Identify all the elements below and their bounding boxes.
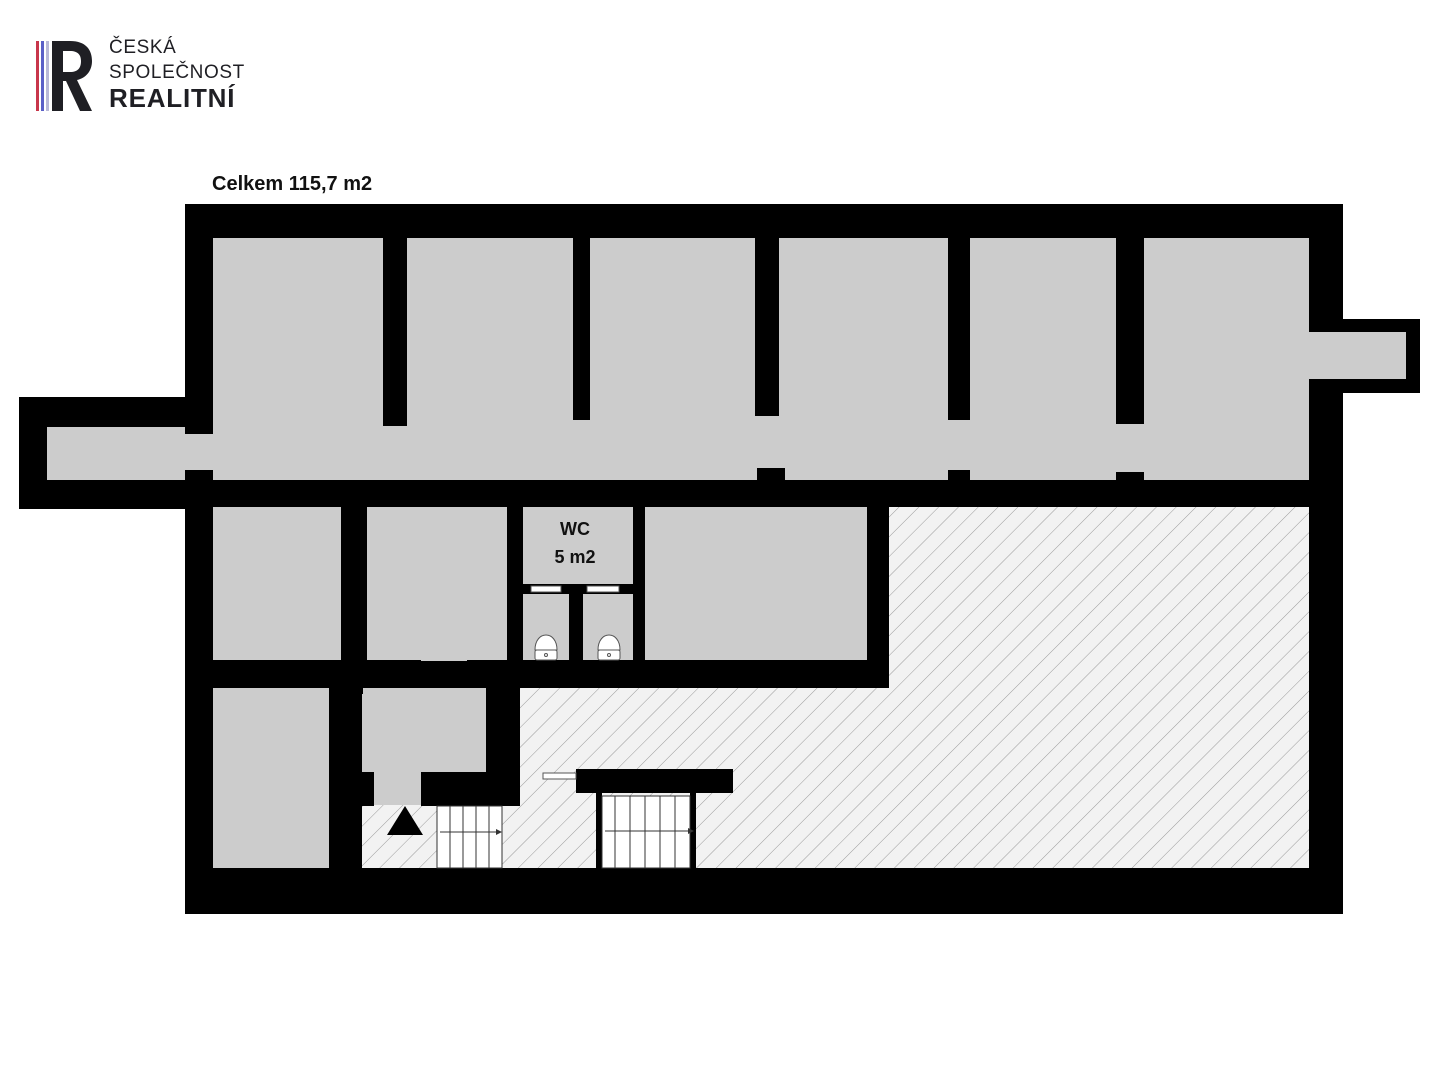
logo-mark-icon <box>36 41 92 111</box>
toilet-icon <box>597 634 621 661</box>
staircase-icon <box>601 795 694 869</box>
window-icon <box>530 585 620 780</box>
room-name-wc: WC <box>560 519 590 539</box>
partition-walls <box>185 238 1309 886</box>
logo-line-3: REALITNÍ <box>109 83 236 113</box>
staircase-icon <box>436 805 503 869</box>
room-area-wc: 5 m2 <box>554 547 595 567</box>
hatched-areas <box>362 507 1309 868</box>
logo-text: ČESKÁ SPOLEČNOST REALITNÍ <box>109 38 245 111</box>
up-arrow-icon <box>387 806 423 835</box>
toilet-icon <box>534 634 558 661</box>
company-logo: ČESKÁ SPOLEČNOST REALITNÍ <box>36 38 276 118</box>
logo-line-1: ČESKÁ <box>109 37 177 58</box>
plan-total-area: Celkem 115,7 m2 <box>212 173 372 195</box>
logo-line-2: SPOLEČNOST <box>109 62 245 83</box>
